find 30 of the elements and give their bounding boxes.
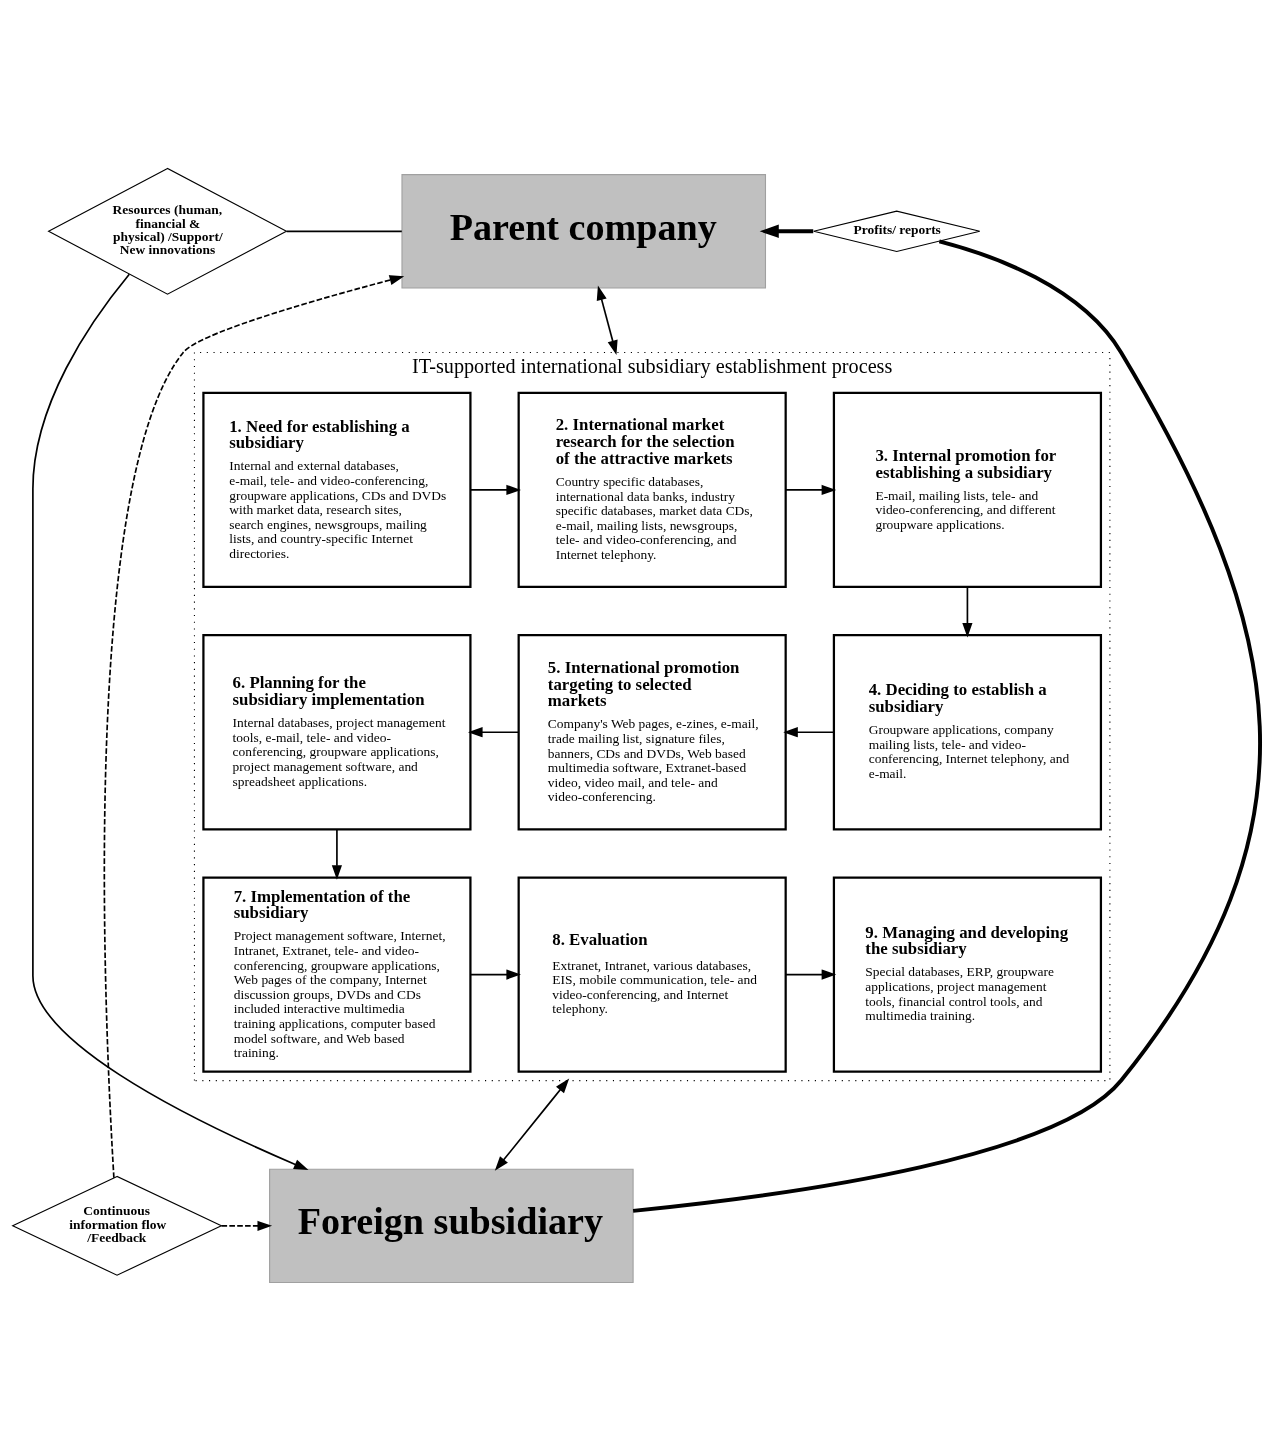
node-box: 8. Evaluation Extranet, Intranet, various databases, EIS, mobile communication, tele- and video-conferencing, and Internet telephony. [517,875,787,1073]
arrow [469,968,521,980]
node-box: 6. Planning for the subsidiary implementation Internal databases, project management tools, e-mail, tele- and video-conferencing, groupware applications, project management software, and spreadsheet applications. [202,633,472,830]
node-box: 2. International market research for the selection of the attractive markets Country specific databases, international data banks, industry specific databases, market data CDs, e-mail, mailing lists, newsgroups, tele- and video-conferencing, and Internet telephony. [517,391,787,588]
arrow [784,484,837,495]
node-diamond: Resources (human, financial & physical) /Support/ New innovations [47,167,288,295]
arrow [596,285,618,355]
arrow [784,968,837,980]
arrow [783,726,835,737]
arrow [962,585,973,637]
node-box: 1. Need for establishing a subsidiary Internal and external databases, e-mail, tele- and video-conferencing, groupware applications, CDs and DVDs with market data, research sites, search engines, newsgroups, mailing lists, and country-specific Internet directories. [202,391,472,588]
arrow [103,274,405,1179]
arrow [494,1078,570,1171]
arrow [469,484,521,495]
node-box: Foreign subsidiary [269,1168,634,1283]
node-diamond: Continuous information flow /Feedback [11,1175,223,1276]
arrow [759,224,814,238]
arrow [220,1220,273,1231]
node-diamond: Profits/ reports [813,210,981,252]
arrow [32,272,309,1170]
connector [285,229,403,232]
arrow [331,827,343,880]
node-box: 4. Deciding to establish a subsidiary Groupware applications, company mailing lists, tele- and video- conferencing, Internet telephony, and e-mail. [832,633,1103,830]
arrow [468,726,520,737]
node-box: 3. Internal promotion for establishing a subsidiary E-mail, mailing lists, tele- and video-conferencing, and different groupware applications. [832,391,1103,588]
connector [632,238,1262,1213]
node-box: 7. Implementation of the subsidiary Project management software, Internet, Intranet, Extranet, tele- and video-conferencing, groupware applications, Web pages of the company, Internet discussion groups, DVDs and CDs included interactive multimedia training applications, computer based model software, and Web based training. [202,875,472,1073]
node-box: 5. International promotion targeting to selected markets Company's Web pages, e-zines, e-mail, trade mailing list, signature files, banners, CDs and DVDs, Web based multimedia software, Extranet-based video, video mail, and tele- and video-conferencing. [517,633,787,830]
node-box: Parent company [401,173,767,289]
node-box: 9. Managing and developing the subsidiary Special databases, ERP, groupware applications, project management tools, financial control tools, and multimedia training. [832,875,1103,1073]
